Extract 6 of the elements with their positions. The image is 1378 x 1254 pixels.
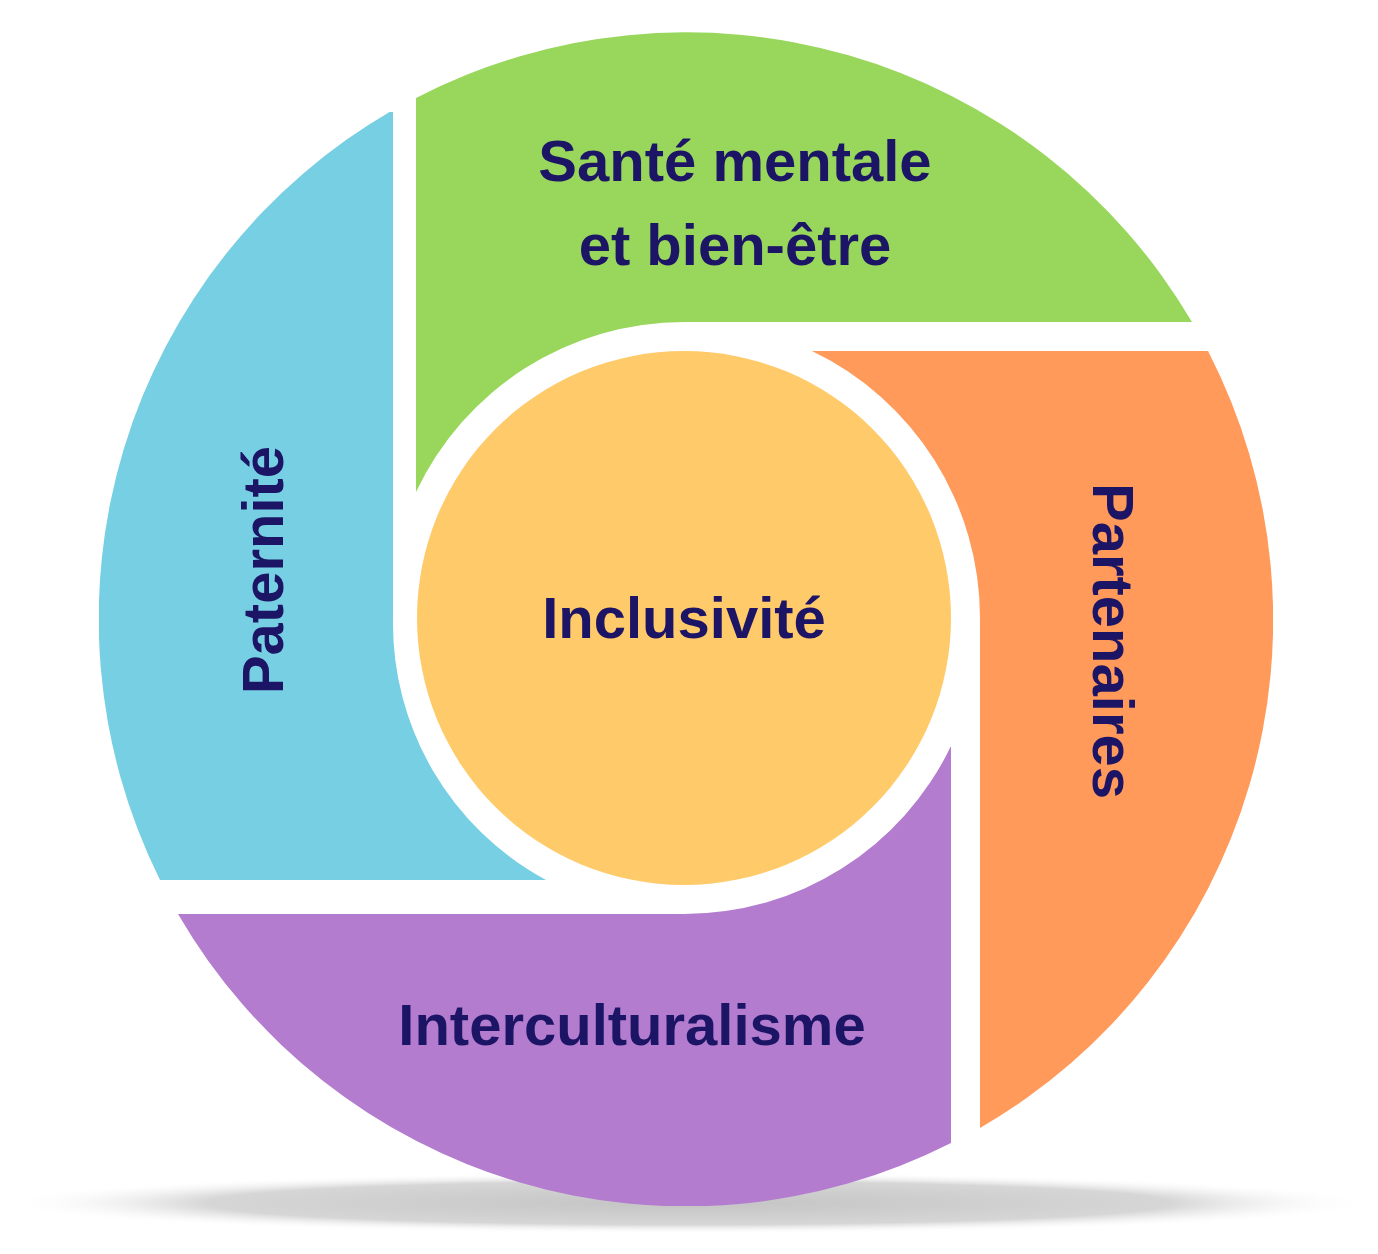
segment-label: Partenaires [1084,483,1142,799]
segment-label: Santé mentale et bien-être [537,127,933,279]
segment-label: Inclusivité [542,589,826,647]
ring-segment [178,746,951,1206]
segment-label: Paternité [234,445,292,695]
segment-label: Interculturalisme [398,996,866,1054]
